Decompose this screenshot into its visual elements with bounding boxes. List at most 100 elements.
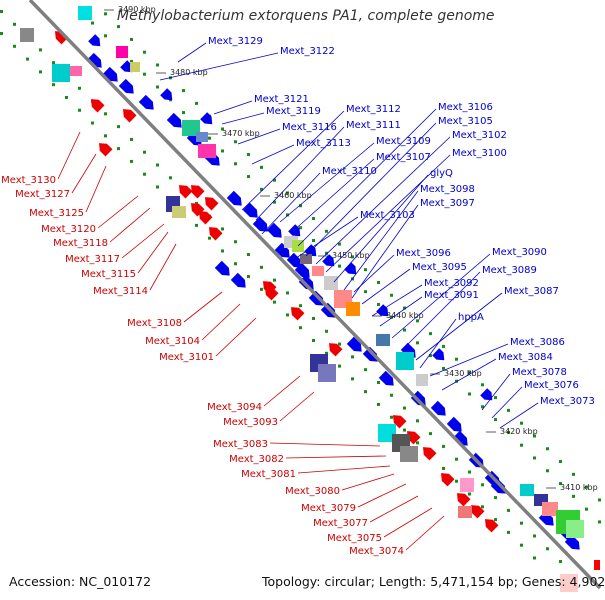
scale-label: 3440 kbp: [386, 311, 424, 320]
gene-block: [458, 506, 472, 518]
tick-dot: [416, 319, 419, 323]
leader-line: [213, 100, 253, 115]
gene-labels: Mext_3129Mext_3122Mext_3121Mext_3119Mext…: [1, 36, 595, 557]
reverse-gene-arrow: [179, 185, 193, 199]
tick-dot: [533, 434, 536, 438]
tick-dot: [546, 547, 549, 551]
tick-dot: [338, 242, 341, 246]
reverse-gene-arrow: [191, 185, 205, 199]
forward-gene-label: Mext_3103: [360, 210, 415, 221]
leader-line: [429, 343, 509, 377]
tick-dot: [104, 34, 107, 38]
tick-dot: [312, 317, 315, 321]
tick-dot: [130, 59, 133, 63]
tick-dot: [507, 430, 510, 434]
tick-dot: [481, 383, 484, 387]
tick-dot: [130, 159, 133, 163]
forward-gene-label: Mext_3087: [504, 286, 559, 297]
tick-dot: [520, 521, 523, 525]
tick-dot: [247, 253, 250, 257]
reverse-gene-arrow: [407, 431, 421, 445]
tick-dot: [390, 315, 393, 319]
tick-dot: [104, 12, 107, 16]
tick-dot: [273, 200, 276, 204]
tick-dot: [481, 483, 484, 487]
tick-dot: [104, 134, 107, 138]
tick-dot: [65, 95, 68, 99]
reverse-gene-label: Mext_3114: [93, 286, 148, 297]
tick-dot: [182, 111, 185, 115]
tick-dot: [559, 460, 562, 464]
tick-dot: [143, 172, 146, 176]
leader-line: [491, 386, 523, 419]
forward-gene-arrow: [252, 216, 268, 232]
tick-dot: [442, 366, 445, 370]
forward-gene-arrow: [274, 242, 290, 258]
tick-dot: [390, 393, 393, 397]
summary-text: Topology: circular; Length: 5,471,154 bp…: [262, 574, 605, 589]
leader-line: [391, 253, 491, 339]
tick-dot: [117, 25, 120, 29]
forward-gene-label: Mext_3098: [420, 184, 475, 195]
tick-dot: [598, 498, 601, 502]
tick-dot: [221, 149, 224, 153]
leader-line: [251, 144, 295, 165]
leader-line: [405, 515, 445, 551]
leader-line: [241, 110, 345, 211]
tick-dot: [286, 313, 289, 317]
tick-dot: [234, 162, 237, 166]
gene-block: [396, 352, 414, 370]
forward-gene-label: Mext_3089: [482, 265, 537, 276]
leader-line: [351, 204, 419, 299]
tick-dot: [598, 520, 601, 524]
tick-dot: [468, 470, 471, 474]
gene-block: [416, 374, 428, 386]
tick-dot: [390, 415, 393, 419]
leader-line: [269, 442, 381, 447]
tick-dot: [39, 70, 42, 74]
forward-gene-label: Mext_3091: [424, 290, 479, 301]
tick-dot: [364, 368, 367, 372]
scale-label: 3450 kbp: [332, 251, 370, 260]
reverse-gene-arrow: [123, 109, 137, 123]
forward-gene-label: Mext_3096: [396, 248, 451, 259]
tick-dot: [130, 137, 133, 141]
reverse-gene-arrow: [485, 519, 499, 533]
forward-gene-arrow: [452, 430, 468, 446]
forward-gene-arrow: [166, 112, 182, 128]
gene-block: [196, 132, 208, 142]
tick-dot: [377, 302, 380, 306]
tick-dot: [468, 370, 471, 374]
reverse-gene-arrow: [457, 493, 471, 507]
leader-line: [403, 271, 481, 349]
tick-dot: [377, 380, 380, 384]
tick-dot: [403, 328, 406, 332]
tick-dot: [286, 291, 289, 295]
leader-line: [383, 507, 433, 538]
tick-dot: [377, 280, 380, 284]
tick-dot: [0, 10, 3, 13]
forward-gene-label: Mext_3084: [498, 352, 553, 363]
reverse-gene-label: Mext_3079: [301, 503, 356, 514]
forward-gene-label: Mext_3095: [412, 262, 467, 273]
leader-line: [415, 292, 503, 361]
tick-dot: [416, 419, 419, 423]
forward-gene-arrow: [200, 112, 213, 125]
tick-dot: [494, 396, 497, 400]
gene-block: [460, 478, 474, 492]
leader-line: [201, 303, 241, 341]
tick-dot: [221, 227, 224, 231]
tick-dot: [364, 390, 367, 394]
reverse-gene-arrow: [209, 227, 223, 241]
leader-line: [57, 131, 81, 180]
forward-gene-arrow: [490, 478, 506, 494]
tick-dot: [221, 249, 224, 253]
tick-dot: [260, 265, 263, 269]
leader-line: [221, 112, 265, 125]
forward-gene-arrow: [160, 88, 173, 101]
forward-gene-arrow: [242, 202, 258, 218]
tick-dot: [455, 479, 458, 483]
reverse-gene-label: Mext_3083: [213, 439, 268, 450]
tick-dot: [338, 364, 341, 368]
